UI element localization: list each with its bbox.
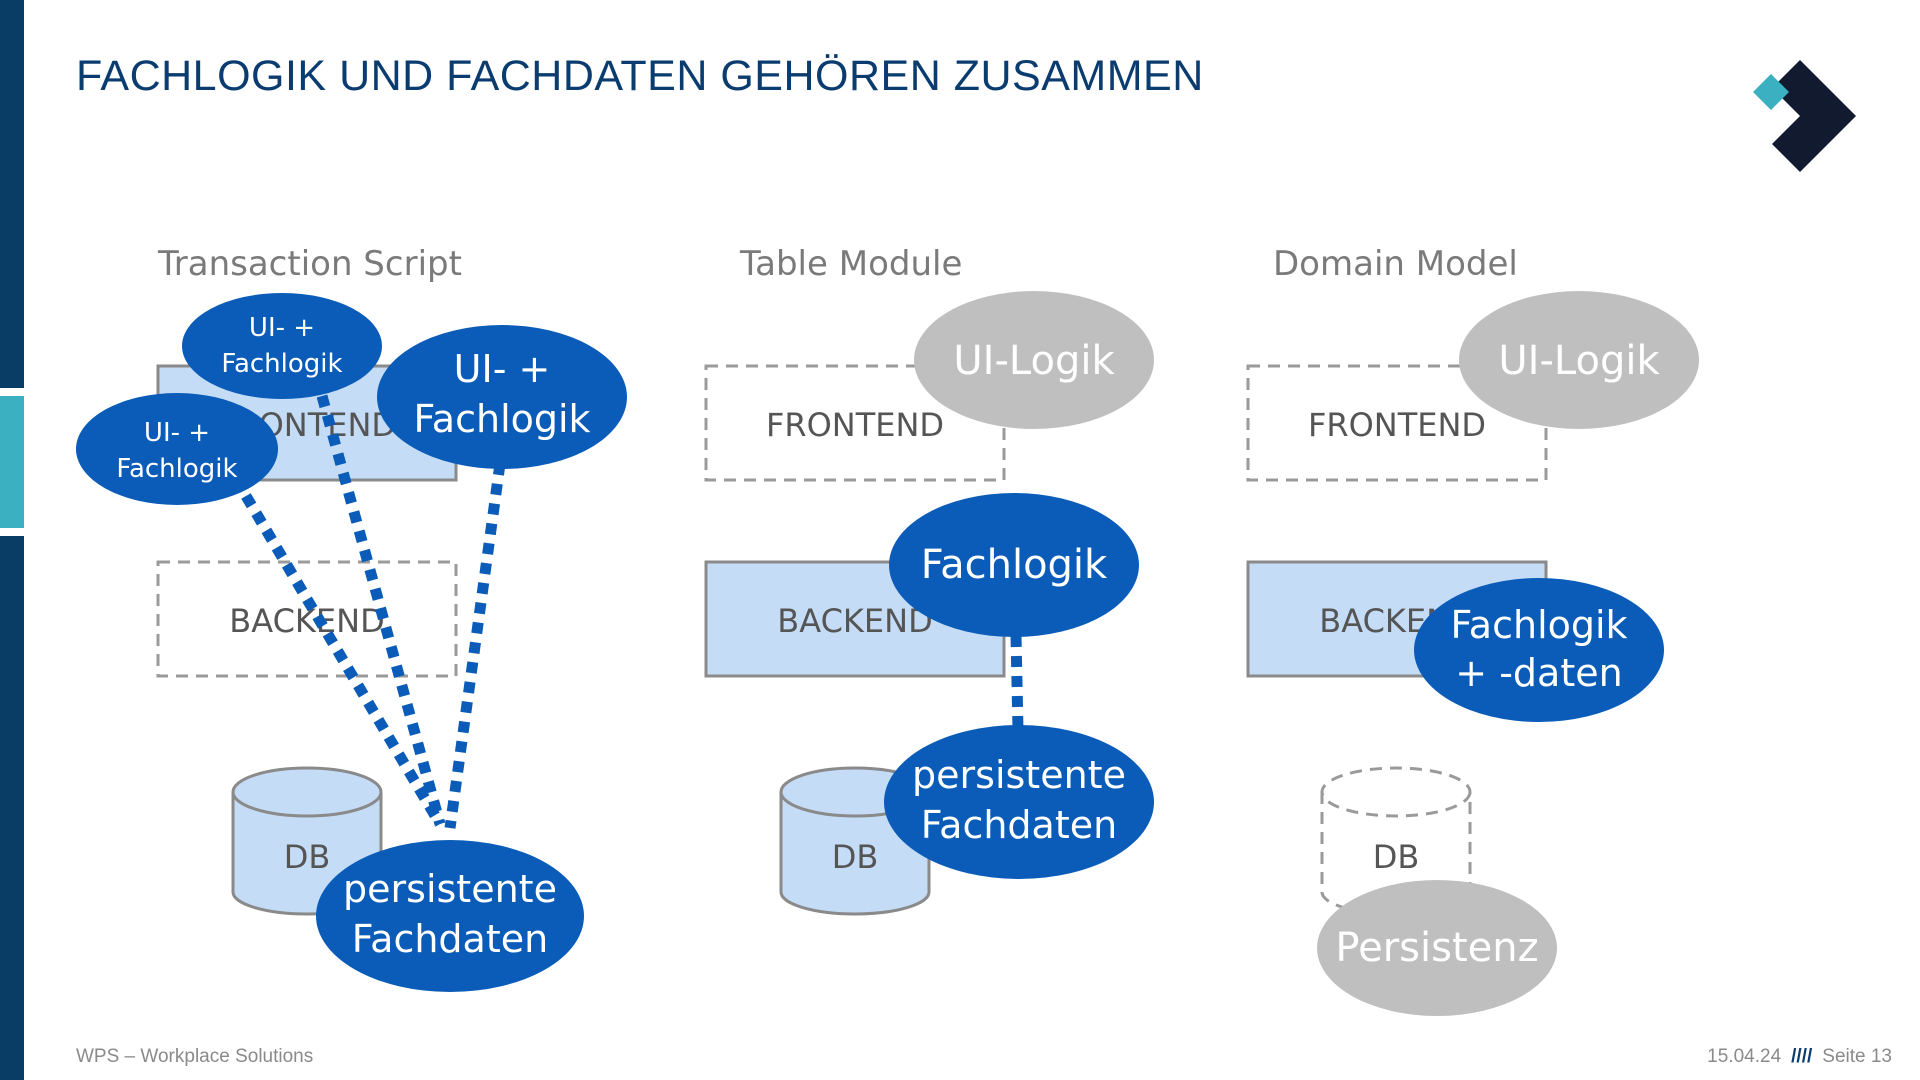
ellipse-line1: persistente	[912, 753, 1126, 797]
frontend-box: FRONTEND	[1246, 364, 1548, 482]
footer-page-number: Seite 13	[1822, 1046, 1892, 1067]
side-accent-bar-highlight	[0, 396, 24, 528]
ellipse-line2: Fachdaten	[352, 917, 548, 961]
db-label: DB	[1373, 838, 1420, 876]
backend-box: BACKEND	[156, 560, 458, 678]
ellipse-line1: persistente	[343, 867, 557, 911]
ellipse-line1: UI- +	[454, 347, 551, 391]
ellipse-persistente-fachdaten: persistente Fachdaten	[884, 725, 1154, 879]
column-title: Table Module	[739, 244, 962, 284]
wps-logo-icon	[1753, 60, 1856, 172]
frontend-box: FRONTEND	[704, 364, 1006, 482]
column-title: Transaction Script	[157, 244, 462, 284]
ellipse-ui-fachlogik-left: UI- + Fachlogik	[76, 393, 278, 505]
ellipse-line1: UI- +	[249, 313, 315, 343]
ellipse-line2: + -daten	[1455, 651, 1622, 695]
ellipse-ui-fachlogik-large: UI- + Fachlogik	[377, 325, 627, 469]
ellipse-line2: Fachlogik	[221, 349, 342, 379]
ellipse-ui-fachlogik-top: UI- + Fachlogik	[182, 293, 382, 399]
ellipse-line1: Persistenz	[1335, 925, 1538, 971]
ellipse-line2: Fachlogik	[413, 397, 590, 441]
ellipse-persistente-fachdaten: persistente Fachdaten	[316, 840, 584, 992]
ellipse-line1: Fachlogik	[1450, 603, 1627, 647]
side-accent-bar-bottom	[0, 536, 24, 1080]
db-label: DB	[284, 838, 331, 876]
column-title: Domain Model	[1273, 244, 1518, 284]
frontend-label: FRONTEND	[766, 406, 944, 444]
frontend-label: FRONTEND	[1308, 406, 1486, 444]
footer-date: 15.04.24	[1707, 1046, 1782, 1067]
connection-lines	[241, 394, 506, 829]
footer-company: WPS – Workplace Solutions	[76, 1046, 314, 1067]
ellipse-line1: Fachlogik	[921, 542, 1108, 588]
ellipse-line1: UI- +	[144, 418, 210, 448]
backend-label: BACKEND	[777, 602, 932, 640]
footer-meta: 15.04.24 //// Seite 13	[1707, 1046, 1892, 1068]
ellipse-persistenz: Persistenz	[1317, 880, 1557, 1016]
ellipse-line2: Fachlogik	[116, 454, 237, 484]
db-label: DB	[832, 838, 879, 876]
ellipse-ui-logik: UI-Logik	[1459, 291, 1699, 429]
ellipse-line2: Fachdaten	[921, 803, 1117, 847]
ellipse-fachlogik-daten: Fachlogik + -daten	[1414, 578, 1664, 722]
slide-title: FACHLOGIK UND FACHDATEN GEHÖREN ZUSAMMEN	[76, 52, 1204, 100]
column-table-module: Table Module FRONTEND BACKEND DB UI-Logi…	[704, 244, 1154, 916]
footer-separator: ////	[1791, 1046, 1813, 1067]
column-transaction-script: Transaction Script FRONTEND BACKEND DB U…	[76, 244, 627, 992]
side-accent-bar-top	[0, 0, 24, 388]
ellipse-ui-logik: UI-Logik	[914, 291, 1154, 429]
ellipse-line1: UI-Logik	[1498, 338, 1660, 384]
connection-lines	[1010, 635, 1024, 731]
ellipse-line1: UI-Logik	[953, 338, 1115, 384]
column-domain-model: Domain Model FRONTEND BACKEND DB UI-Logi…	[1246, 244, 1699, 1016]
ellipse-fachlogik: Fachlogik	[889, 493, 1139, 637]
